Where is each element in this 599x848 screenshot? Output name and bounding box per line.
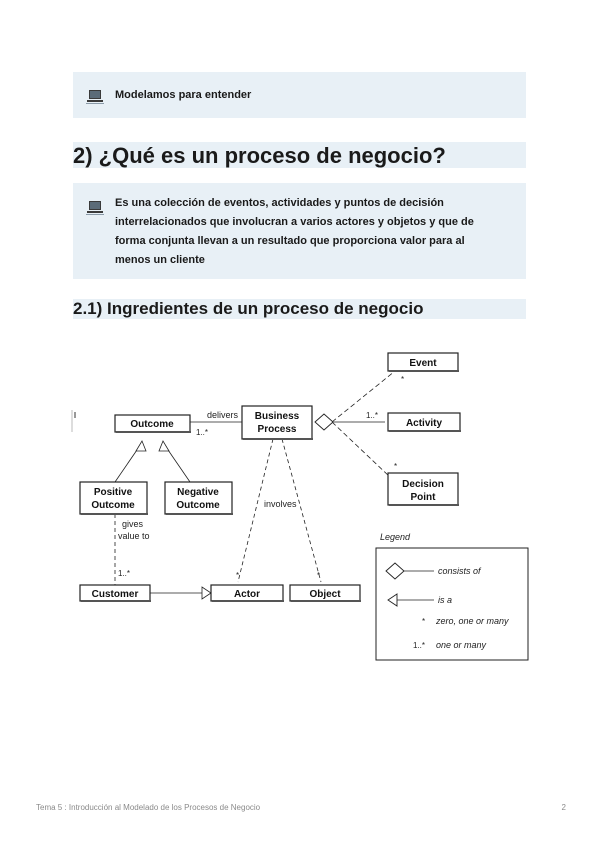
svg-text:Object: Object: [309, 589, 341, 600]
svg-text:Outcome: Outcome: [91, 500, 135, 511]
legend-zero-text: zero, one or many: [435, 616, 509, 626]
diagram-legend: Legend consists of is a * zero, one or m…: [375, 532, 529, 661]
laptop-icon: [86, 200, 104, 221]
legend-one-text: one or many: [436, 640, 487, 650]
svg-text:Activity: Activity: [406, 418, 443, 429]
definition-text: Es una colección de eventos, actividades…: [115, 194, 512, 270]
negative-outcome-box: Negative Outcome: [164, 481, 233, 515]
activity-box: Activity: [387, 412, 461, 432]
svg-text:Business: Business: [255, 411, 300, 422]
multiplicity-label: 1..*: [196, 428, 208, 437]
svg-text:Outcome: Outcome: [176, 500, 220, 511]
multiplicity-label: *: [236, 571, 239, 580]
footer-title: Tema 5 : Introducción al Modelado de los…: [36, 803, 261, 812]
subsection-heading: 2.1) Ingredientes de un proceso de negoc…: [73, 299, 526, 319]
svg-text:Negative: Negative: [177, 487, 219, 498]
business-process-diagram: Event Activity Decision Point Business P…: [71, 352, 529, 661]
delivers-label: delivers: [207, 410, 239, 420]
svg-text:Point: Point: [411, 492, 437, 503]
page-footer: Tema 5 : Introducción al Modelado de los…: [36, 803, 566, 812]
svg-text:Event: Event: [409, 358, 437, 369]
svg-text:Decision: Decision: [402, 479, 444, 490]
event-box: Event: [387, 352, 459, 372]
definition-line: forma conjunta llevan a un resultado que…: [115, 235, 465, 247]
section-heading: 2) ¿Qué es un proceso de negocio?: [73, 142, 526, 168]
involves-label: involves: [264, 499, 297, 509]
is-a-arrow: [201, 586, 212, 600]
multiplicity-label: 1..*: [366, 411, 378, 420]
multiplicity-label: 1..*: [118, 569, 130, 578]
svg-text:Customer: Customer: [92, 589, 139, 600]
definition-line: Es una colección de eventos, actividades…: [115, 197, 444, 209]
definition-box: Es una colección de eventos, actividades…: [73, 183, 526, 279]
multiplicity-label: *: [317, 571, 320, 580]
legend-title: Legend: [380, 532, 411, 542]
customer-box: Customer: [79, 584, 151, 602]
page-number: 2: [561, 803, 566, 812]
legend-one-symbol: 1..*: [413, 641, 425, 650]
outcome-box: Outcome: [114, 414, 191, 433]
multiplicity-label: *: [401, 375, 404, 384]
note-text: Modelamos para entender: [115, 89, 252, 101]
gives-label: gives: [122, 519, 144, 529]
svg-text:Actor: Actor: [234, 589, 260, 600]
svg-text:Outcome: Outcome: [130, 419, 174, 430]
business-process-box: Business Process: [241, 405, 313, 440]
positive-outcome-box: Positive Outcome: [79, 481, 148, 515]
is-a-arrow: [158, 440, 170, 452]
is-a-arrow: [135, 440, 147, 452]
object-box: Object: [289, 584, 361, 602]
legend-consists-of: consists of: [438, 566, 482, 576]
gives-label: value to: [118, 531, 150, 541]
diagram-connectors: [114, 366, 401, 594]
legend-is-a: is a: [438, 595, 452, 605]
svg-text:Positive: Positive: [94, 487, 133, 498]
definition-line: menos un cliente: [115, 254, 205, 266]
decision-point-box: Decision Point: [387, 472, 459, 506]
laptop-icon: [86, 89, 104, 110]
actor-box: Actor: [210, 584, 284, 602]
multiplicity-label: *: [394, 462, 397, 471]
note-box: Modelamos para entender: [73, 72, 526, 118]
definition-line: interrelacionados que involucran a vario…: [115, 216, 474, 228]
legend-zero-symbol: *: [422, 617, 425, 626]
consists-of-diamond: [314, 413, 334, 431]
svg-text:Process: Process: [258, 424, 297, 435]
